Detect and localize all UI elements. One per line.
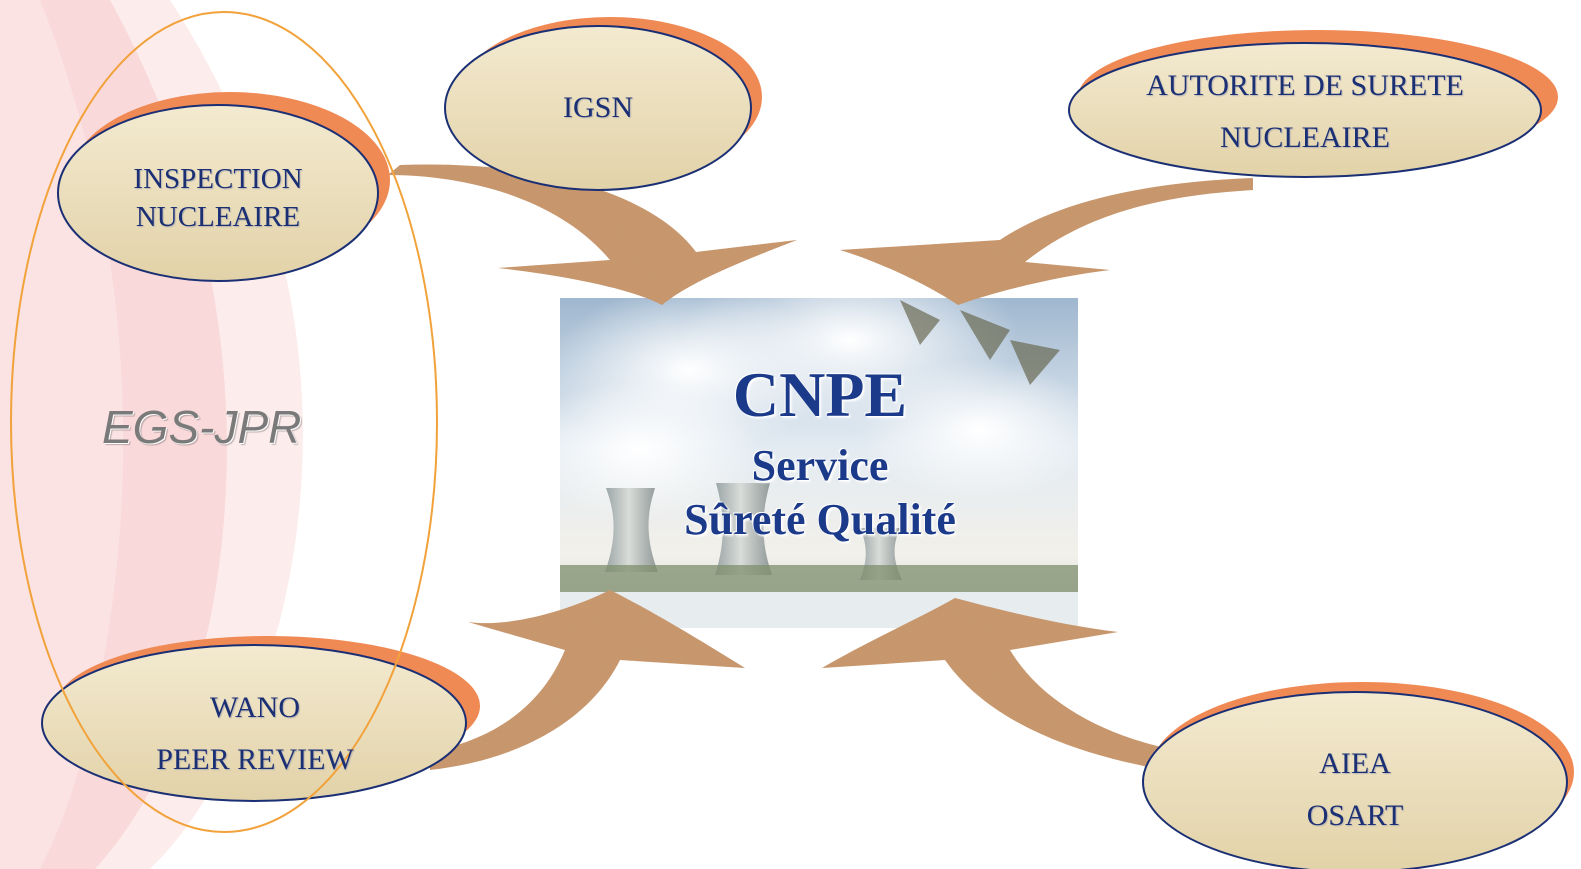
node-wano [41,636,480,802]
node-igsn [444,17,762,191]
center-subtitle-line-1: Service [751,441,889,490]
aiea-line-1: AIEA [1319,747,1391,780]
wano-line-2: PEER REVIEW [156,742,354,776]
aiea-line-2: OSART [1306,798,1404,832]
wano-line-1: WANO [210,691,300,724]
inspection-line-1: INSPECTION [133,163,303,195]
egs-jpr-label: EGS-JPR [102,401,302,453]
center-title: CNPE [732,359,908,430]
arrow-aiea-to-center [822,598,1175,770]
igsn-label: IGSN [498,88,698,128]
node-inspection [57,92,390,282]
node-aiea [1142,682,1574,869]
arrow-wano-to-center [430,590,745,770]
egs-jpr-group-outline [10,11,438,833]
inspection-label: INSPECTION NUCLEAIRE [88,160,348,237]
arrow-inspection-to-center [388,164,797,305]
igsn-line-1: IGSN [562,91,633,124]
node-asn [1068,30,1558,178]
inspection-line-2: NUCLEAIRE [135,201,301,234]
power-plant-photo [520,250,1100,628]
asn-label: AUTORITE DE SURETE NUCLEAIRE [1105,60,1505,163]
aiea-label: AIEA OSART [1205,738,1505,841]
arrows [388,164,1253,770]
wano-label: WANO PEER REVIEW [105,682,405,785]
center-subtitle-line-2: Sûreté Qualité [684,495,956,544]
arrow-asn-to-center [840,178,1253,305]
asn-line-2: NUCLEAIRE [1220,120,1390,154]
asn-line-1: AUTORITE DE SURETE [1146,69,1464,102]
